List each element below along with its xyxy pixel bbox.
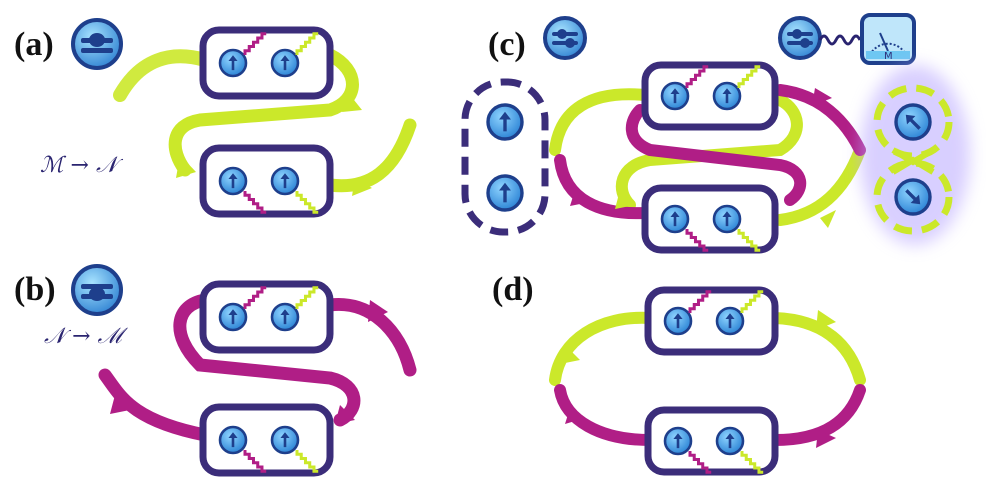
arrow-head xyxy=(820,210,836,228)
gate-icon xyxy=(71,18,123,70)
arrow-head xyxy=(560,345,580,364)
wavy-photon-icon xyxy=(295,450,319,473)
output-spin-ring xyxy=(873,159,953,235)
arrow-head xyxy=(565,408,585,424)
spin-up-icon xyxy=(712,204,742,234)
panel-label-a: (a) xyxy=(14,26,54,63)
arrow-head xyxy=(342,95,362,112)
arrow-head xyxy=(176,155,196,178)
wavy-photon-icon xyxy=(685,65,709,89)
photon-path-pink xyxy=(98,293,417,442)
gate-icon xyxy=(71,264,123,316)
arrow-head xyxy=(570,190,590,206)
spin-up-icon xyxy=(218,48,248,78)
wavy-photon-icon xyxy=(737,229,761,252)
arrow-head xyxy=(335,405,355,424)
spin-up-icon xyxy=(486,174,524,212)
wavy-photon-icon xyxy=(818,34,862,46)
spin-up-icon xyxy=(486,103,524,141)
wavy-photon-icon xyxy=(243,191,267,214)
wavy-photon-icon xyxy=(737,65,761,88)
spin-up-icon xyxy=(663,426,693,456)
photon-path-green xyxy=(549,311,866,386)
qubit-box xyxy=(644,286,779,356)
arrow-head xyxy=(352,178,372,196)
panel-label-d: (d) xyxy=(492,271,534,308)
arrow-head xyxy=(110,395,130,414)
spin-up-icon xyxy=(270,302,300,332)
panel-label-c: (c) xyxy=(488,26,526,63)
wavy-photon-icon xyxy=(295,191,319,214)
arrow-head xyxy=(615,190,635,209)
spin-diagonal-icon xyxy=(894,178,932,216)
spin-up-icon xyxy=(218,166,248,196)
qubit-box xyxy=(199,144,334,218)
map-label-b: 𝒩 → ℳ xyxy=(44,324,128,349)
wavy-photon-icon xyxy=(688,290,712,313)
spin-up-icon xyxy=(270,166,300,196)
spin-up-icon xyxy=(218,425,248,455)
meter-glyph: M xyxy=(884,51,893,62)
spin-up-icon xyxy=(715,306,745,336)
spin-up-icon xyxy=(218,302,248,332)
spin-up-icon xyxy=(270,425,300,455)
output-glow xyxy=(860,65,970,245)
meter-icon: M xyxy=(860,13,916,65)
qubit-box xyxy=(199,280,334,354)
arrow-head xyxy=(816,310,836,330)
panel-label-b: (b) xyxy=(14,271,56,308)
wavy-photon-icon xyxy=(740,290,764,314)
spin-up-icon xyxy=(712,81,742,111)
wavy-photon-icon xyxy=(740,451,764,474)
photon-path-green xyxy=(113,48,417,193)
map-label-a: ℳ → 𝒩 xyxy=(40,153,124,178)
output-spin-ring xyxy=(873,84,953,160)
qubit-box xyxy=(199,403,334,477)
spin-up-icon xyxy=(270,48,300,78)
input-spin-pair xyxy=(461,78,549,236)
spin-up-icon xyxy=(715,426,745,456)
qubit-box xyxy=(199,26,334,100)
spin-up-icon xyxy=(663,306,693,336)
photon-path-pink xyxy=(554,384,866,446)
arrow-head xyxy=(812,88,832,106)
wavy-photon-icon xyxy=(688,451,712,474)
wavy-photon-icon xyxy=(685,229,709,252)
wavy-photon-icon xyxy=(243,450,267,473)
wavy-photon-icon xyxy=(243,32,267,55)
wavy-photon-icon xyxy=(295,286,319,310)
arrow-head xyxy=(368,300,388,322)
spin-up-icon xyxy=(660,204,690,234)
entangle-cross xyxy=(891,147,935,175)
panel-a: (a) ℳ → 𝒩 xyxy=(14,18,417,218)
wavy-photon-icon xyxy=(243,286,267,309)
gate-icon xyxy=(543,16,587,60)
panel-b: (b) 𝒩 → ℳ xyxy=(14,264,417,477)
spin-up-icon xyxy=(660,81,690,111)
arrow-head xyxy=(816,430,836,448)
spin-layer xyxy=(218,32,932,474)
gate-icon xyxy=(778,16,822,60)
spin-diagonal-icon xyxy=(894,103,932,141)
wavy-photon-icon xyxy=(295,32,319,55)
